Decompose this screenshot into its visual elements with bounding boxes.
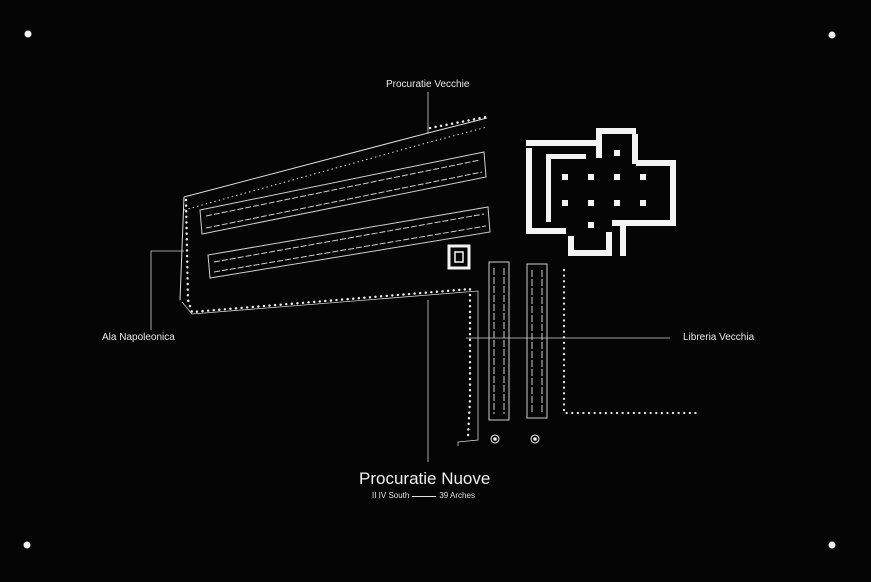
- procuratie-vecchie-blocks: [199, 151, 491, 279]
- label-procuratie-nuove: Procuratie Nuove: [359, 469, 491, 488]
- arcade-dots: [184, 115, 488, 439]
- subtitle-left: II IV South: [372, 491, 410, 500]
- label-procuratie-vecchie: Procuratie Vecchie: [386, 79, 470, 90]
- arcade-outline: [181, 290, 479, 446]
- procuratie-nuove-blocks: [488, 261, 548, 421]
- leader-ala-napoleonica: [150, 250, 184, 330]
- libreria-vecchia-outline: [562, 268, 702, 415]
- campanile: [447, 244, 471, 270]
- column-marker: [530, 434, 540, 444]
- corner-marker: [828, 541, 836, 549]
- subtitle-right: 39 Arches: [439, 491, 475, 500]
- label-ala-napoleonica: Ala Napoleonica: [102, 332, 175, 343]
- corner-markers: [23, 30, 836, 549]
- corner-marker: [24, 30, 32, 38]
- label-libreria-vecchia: Libreria Vecchia: [683, 332, 755, 343]
- corner-marker: [828, 31, 836, 39]
- corner-marker: [23, 541, 31, 549]
- subtitle-dash: [412, 495, 437, 497]
- leader-lines: [150, 92, 670, 462]
- piazzetta-columns: [490, 434, 540, 444]
- column-marker: [490, 434, 500, 444]
- basilica-plan: [526, 128, 676, 256]
- procuratie-vecchie-outline: [179, 117, 488, 301]
- procuratie-nuove-subtitle: II IV South 39 Arches: [372, 492, 475, 500]
